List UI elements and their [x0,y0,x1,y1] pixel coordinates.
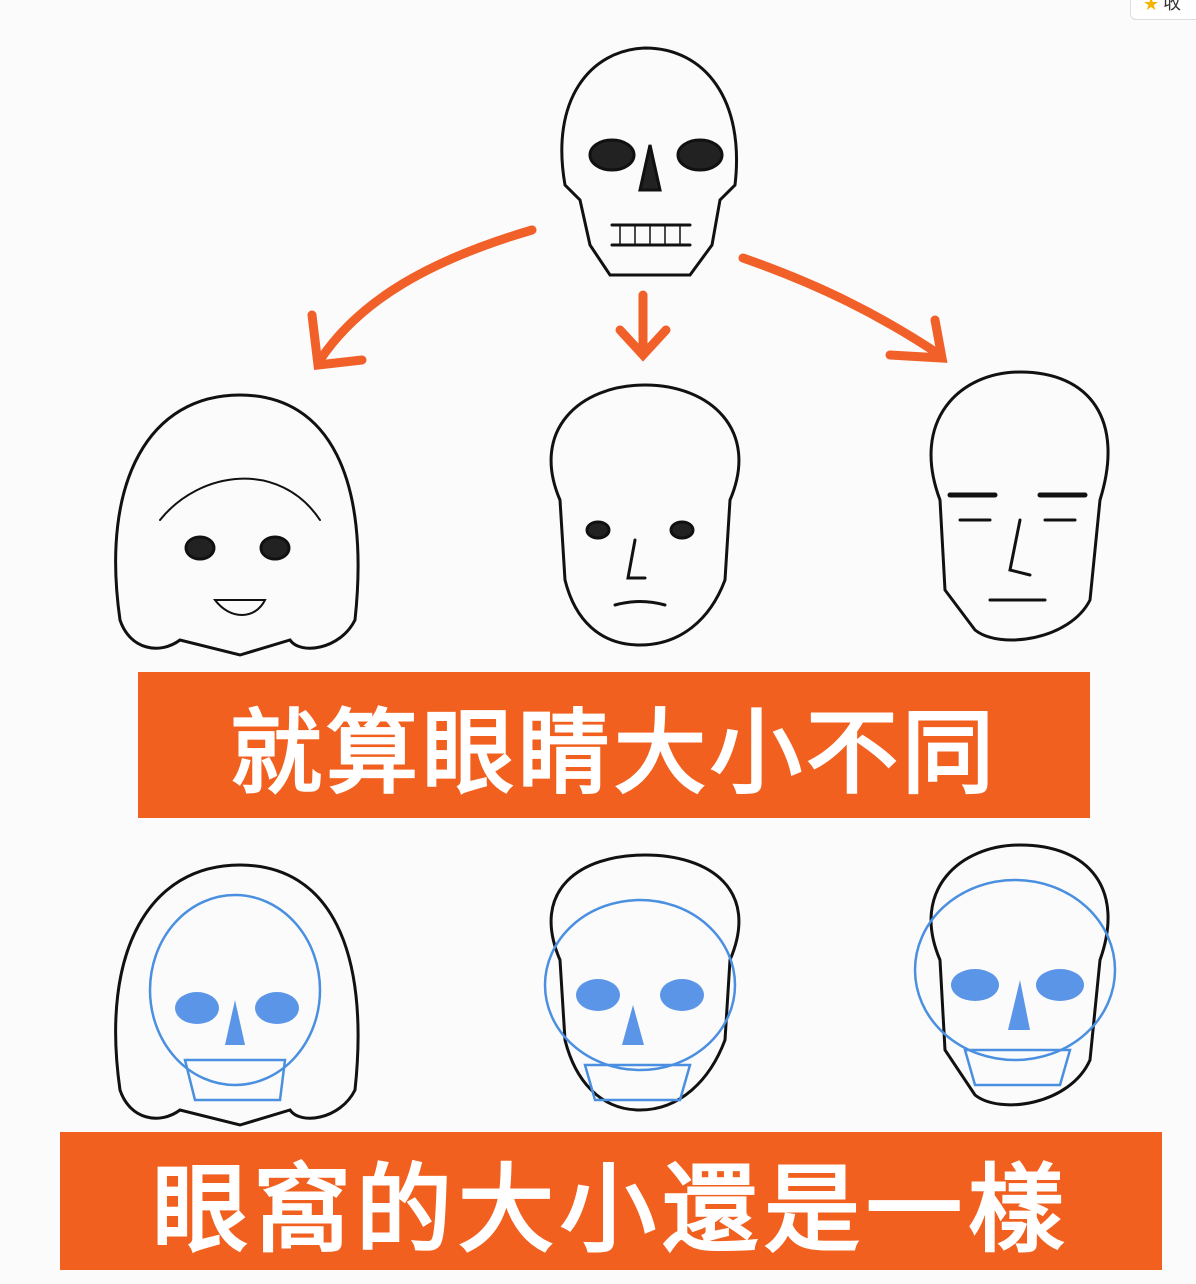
caption-banner-top: 就算眼睛大小不同 [138,672,1090,818]
arrow-left [315,225,537,365]
caption-banner-bottom: 眼窩的大小還是一樣 [60,1132,1162,1270]
caption-bottom-text: 眼窩的大小還是一樣 [152,1153,1070,1266]
arrows [307,225,948,370]
star-icon: ★ [1143,0,1160,15]
face-older-man [929,370,1110,642]
favorite-label: 收 [1163,0,1182,14]
caption-top-text: 就算眼睛大小不同 [229,699,998,807]
face-older-man-overlay [913,843,1117,1107]
face-girl [114,393,360,657]
favorite-button[interactable]: ★ 收 [1130,0,1196,20]
face-young-man-overlay [543,853,741,1112]
face-young-man [549,383,741,647]
face-girl-overlay [114,863,360,1127]
arrow-right [738,253,945,360]
skull-drawing [560,46,738,277]
